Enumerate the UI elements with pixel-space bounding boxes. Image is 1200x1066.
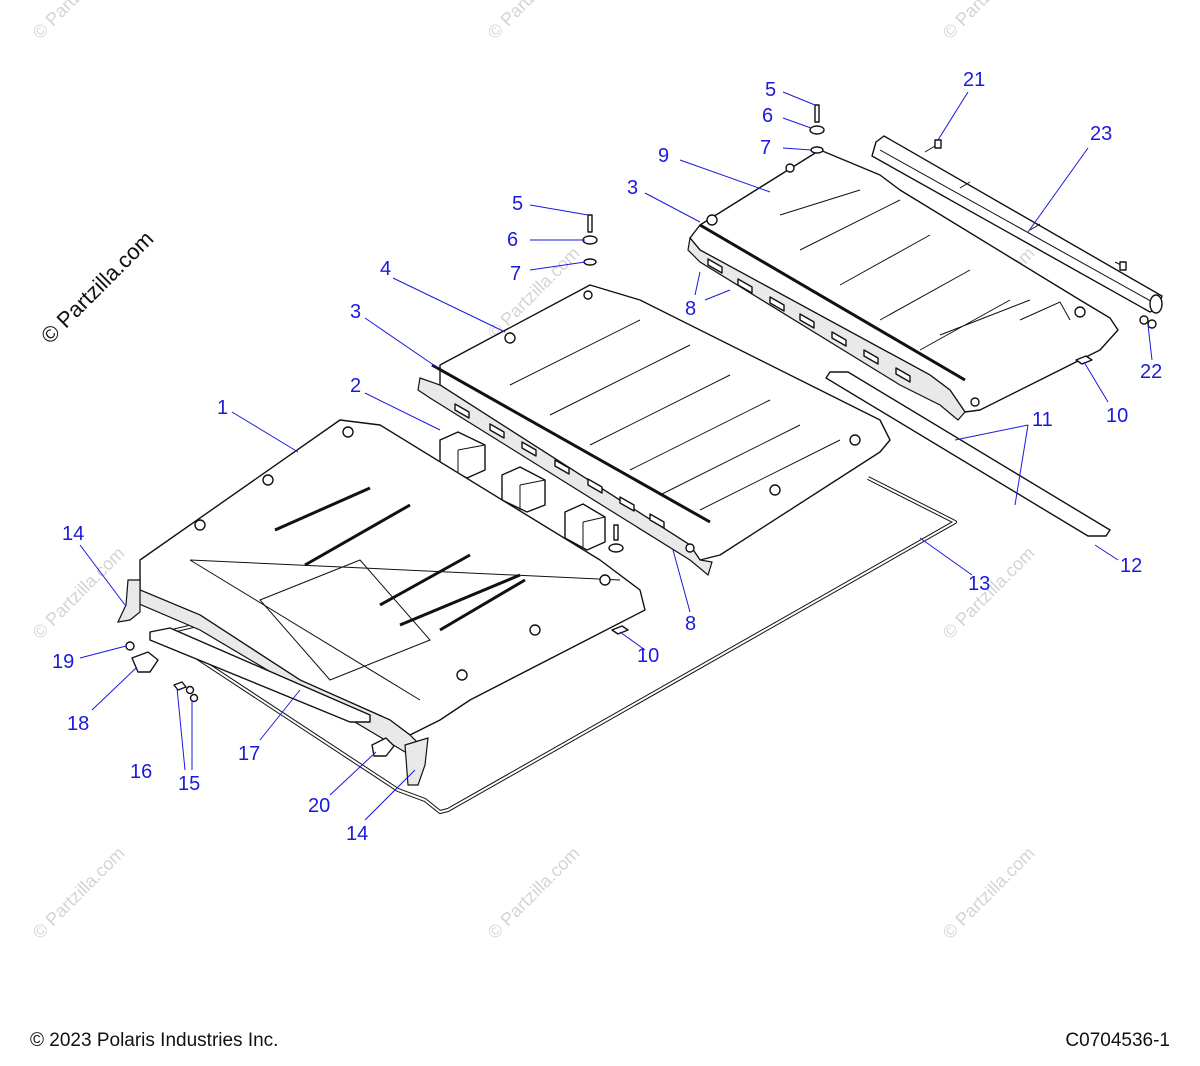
watermark-tile: © Partzilla.com [484, 843, 584, 943]
callout-5: 5 [765, 79, 776, 101]
middle-roof-panel [417, 284, 891, 577]
callout-12: 12 [1120, 555, 1142, 577]
rear-roof-panel [687, 149, 1119, 421]
callout-21: 21 [963, 69, 985, 91]
rear-rail [871, 135, 1163, 314]
leader-lines [79, 91, 1153, 821]
callout-8: 8 [685, 298, 696, 320]
callout-14: 14 [62, 523, 84, 545]
side-trim-right [404, 737, 429, 786]
callout-labels: 1 2 3 3 4 5 6 7 5 6 7 8 8 9 10 10 11 12 … [52, 69, 1162, 845]
watermark-tile: © Partzilla.com [939, 843, 1039, 943]
callout-19: 19 [52, 651, 74, 673]
callout-10: 10 [637, 645, 659, 667]
callout-2: 2 [350, 375, 361, 397]
callout-22: 22 [1140, 361, 1162, 383]
callout-7: 7 [760, 137, 771, 159]
rear-strip [825, 371, 1111, 537]
callout-10: 10 [1106, 405, 1128, 427]
callout-16: 16 [130, 761, 152, 783]
callout-14: 14 [346, 823, 368, 845]
copyright-notice: © 2023 Polaris Industries Inc. [30, 1030, 279, 1051]
callout-6: 6 [762, 105, 773, 127]
watermark-tile: © Partzilla.com [29, 543, 129, 643]
watermark-tile: © Partzilla.com [484, 0, 584, 43]
callout-1: 1 [217, 397, 228, 419]
callout-15: 15 [178, 773, 200, 795]
callout-9: 9 [658, 145, 669, 167]
callout-13: 13 [968, 573, 990, 595]
callout-3: 3 [350, 301, 361, 323]
callout-20: 20 [308, 795, 330, 817]
callout-17: 17 [238, 743, 260, 765]
callout-3: 3 [627, 177, 638, 199]
watermark-tile: © Partzilla.com [29, 0, 129, 43]
watermark-tile: © Partzilla.com [29, 843, 129, 943]
callout-18: 18 [67, 713, 89, 735]
visor-strip [149, 627, 371, 723]
watermark-tile: © Partzilla.com [939, 0, 1039, 43]
callout-11: 11 [1032, 409, 1053, 431]
hardware [125, 104, 1157, 757]
callout-7: 7 [510, 263, 521, 285]
watermark-main: © Partzilla.com [36, 226, 159, 349]
diagram-code: C0704536-1 [1065, 1030, 1170, 1051]
callout-6: 6 [507, 229, 518, 251]
side-trim-left [116, 579, 141, 623]
callout-5: 5 [512, 193, 523, 215]
callout-23: 23 [1090, 123, 1112, 145]
callout-4: 4 [380, 258, 391, 280]
callout-8: 8 [685, 613, 696, 635]
foam-blocks [439, 431, 606, 551]
